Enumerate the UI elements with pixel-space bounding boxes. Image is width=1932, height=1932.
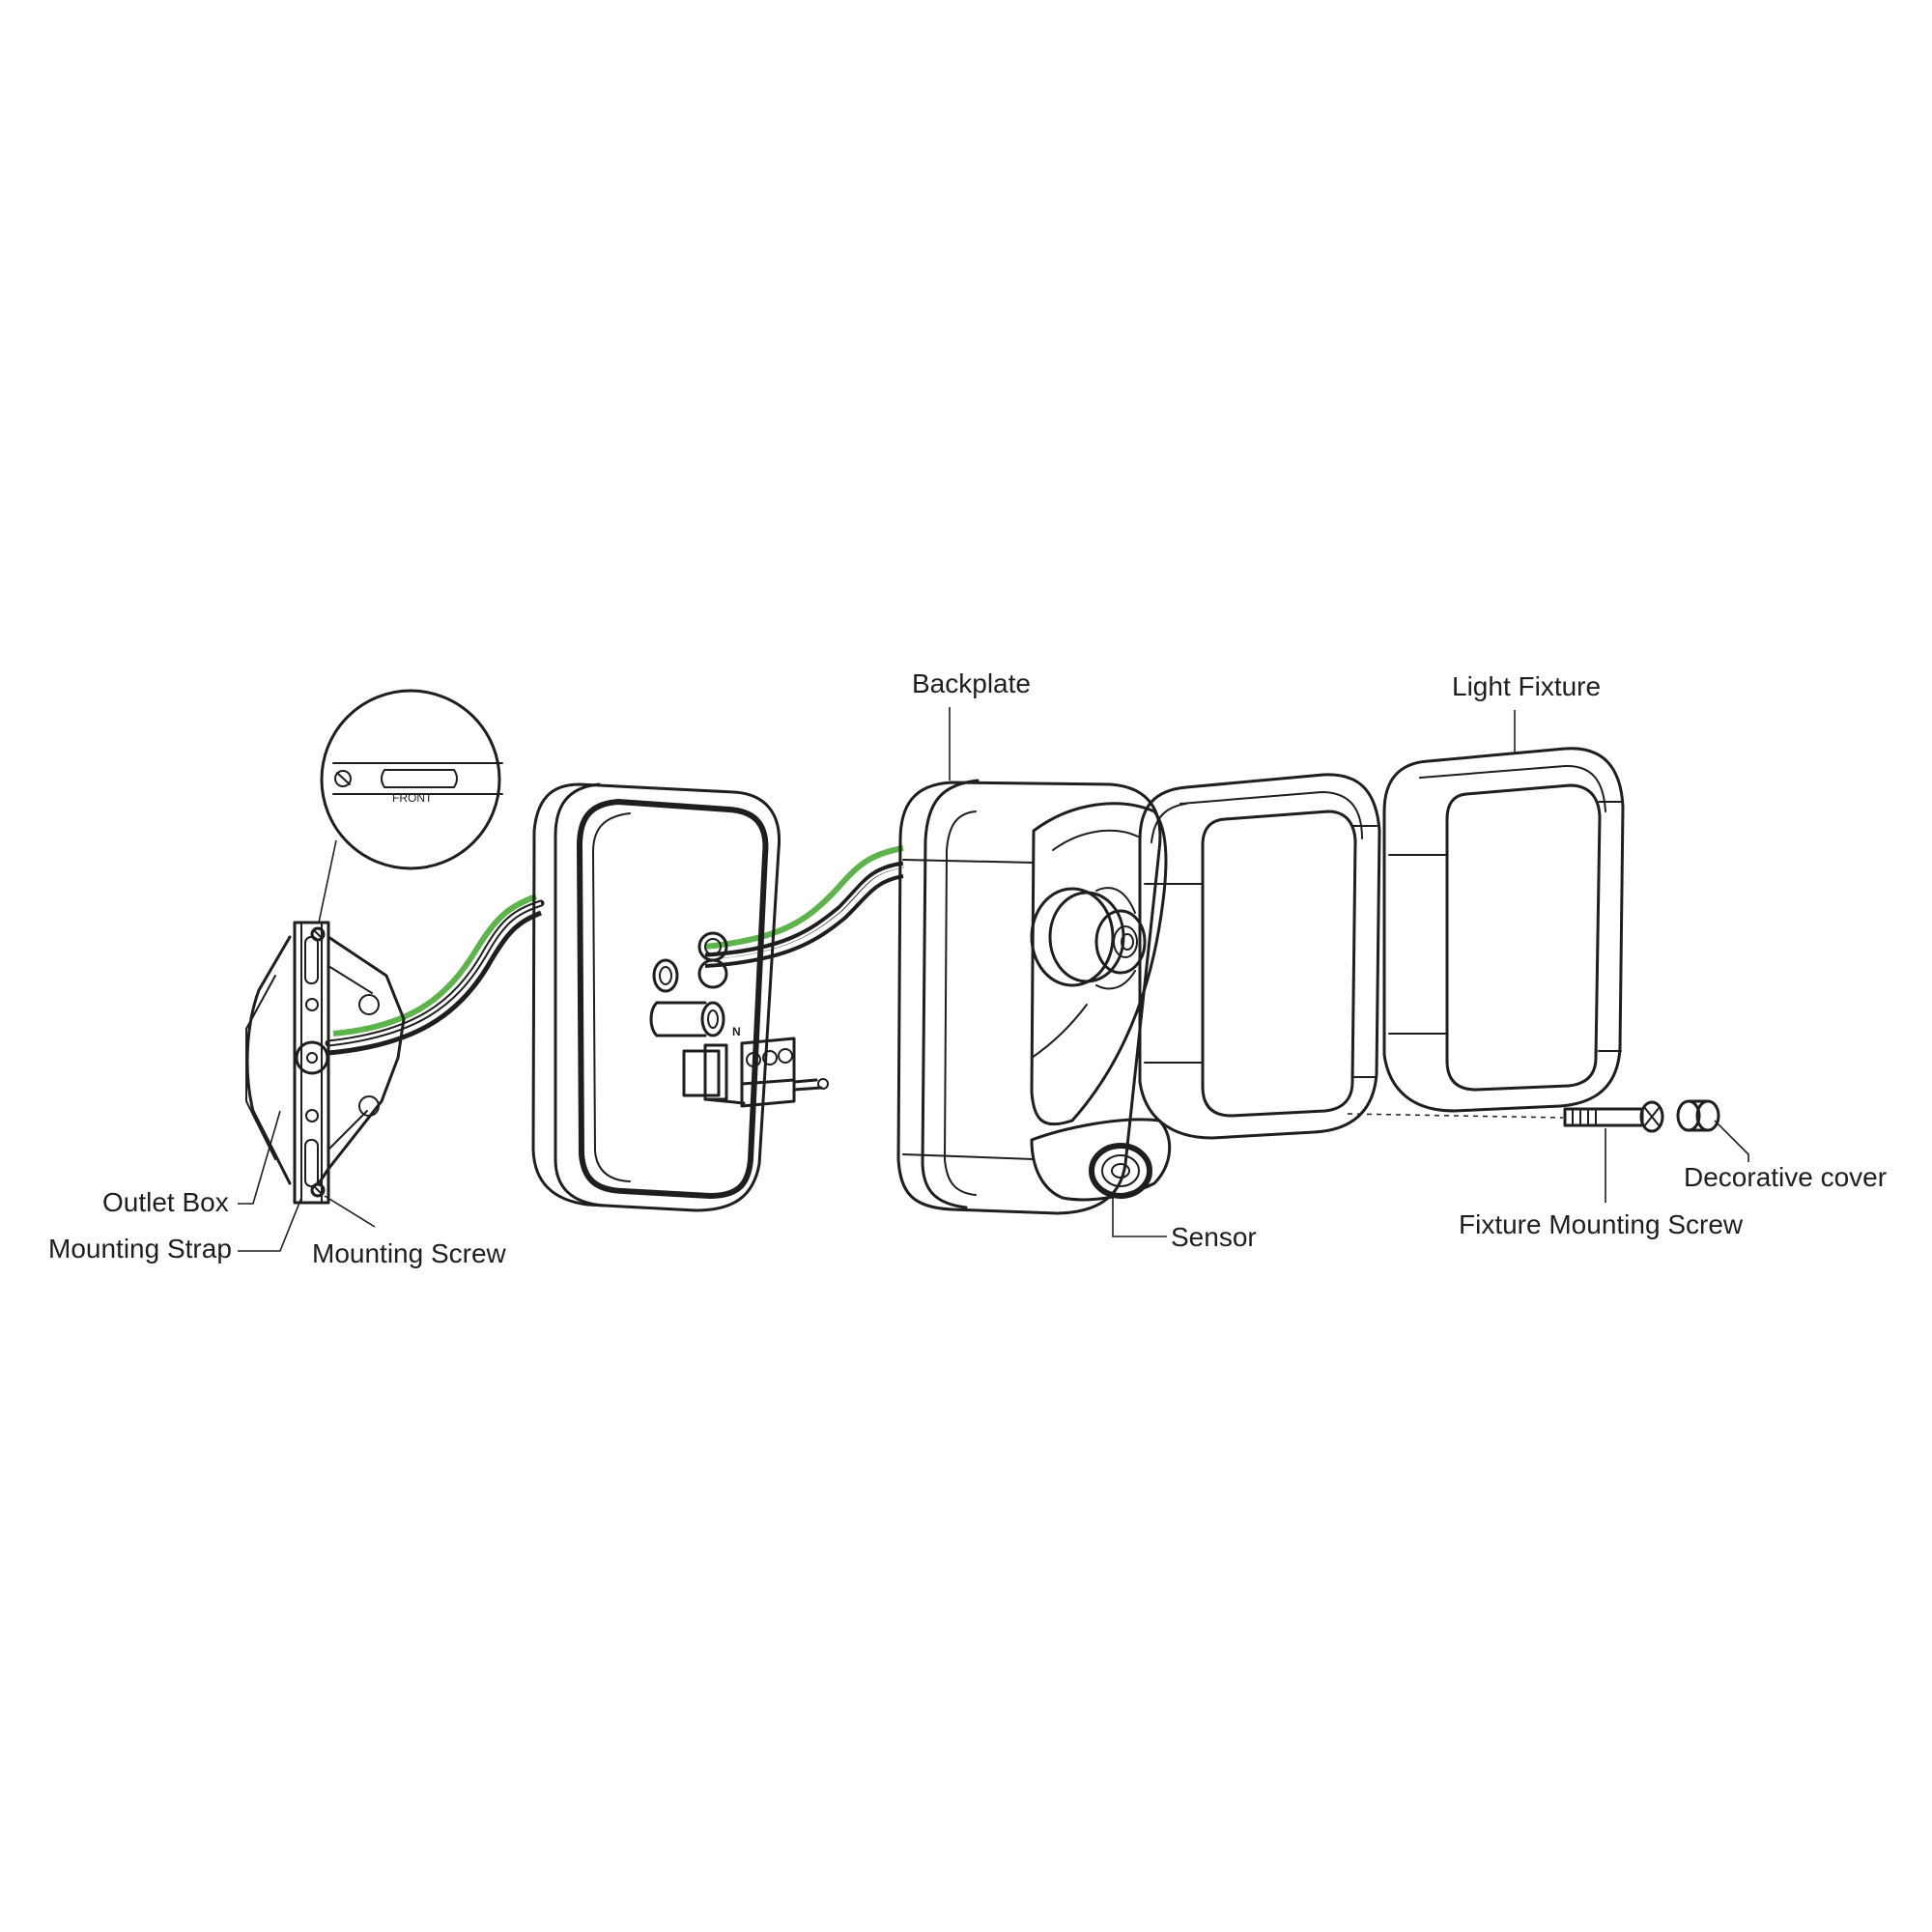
backplate: [896, 779, 1168, 1215]
label-fixture-mounting-screw: Fixture Mounting Screw: [1459, 1209, 1744, 1239]
leader-sensor: [1112, 1196, 1167, 1237]
neutral-terminal-mark: N: [732, 1025, 741, 1038]
label-mounting-strap: Mounting Strap: [48, 1234, 232, 1264]
label-mounting-screw: Mounting Screw: [312, 1238, 507, 1268]
wire-bundle: [325, 845, 904, 1056]
fixture-mounting-screw: [1563, 1100, 1664, 1133]
sensor: [1030, 1118, 1172, 1202]
decorative-cover: [1676, 1099, 1720, 1132]
front-label: FRONT: [392, 791, 433, 805]
wire-green-1: [332, 894, 538, 1037]
label-outlet-box: Outlet Box: [102, 1187, 229, 1217]
assembly-axis-dashed: [1347, 1113, 1564, 1119]
label-light-fixture: Light Fixture: [1452, 671, 1601, 701]
mounting-strap: [293, 921, 330, 1205]
wire-green-3: [704, 845, 904, 950]
leader-mounting-screw: [324, 1195, 376, 1228]
leader-outlet-box: [238, 1110, 281, 1205]
light-head-left: [1138, 773, 1381, 1140]
label-decorative-cover: Decorative cover: [1684, 1162, 1887, 1192]
leader-decorative-cover: [1714, 1120, 1749, 1162]
wire-black-2: [327, 910, 542, 1056]
light-head-right: [1382, 747, 1625, 1113]
strap-detail-callout: FRONT: [318, 689, 503, 923]
mounting-screw: [310, 926, 326, 1198]
label-sensor: Sensor: [1171, 1222, 1257, 1252]
label-backplate: Backplate: [912, 668, 1031, 698]
terminal-block: N: [682, 1025, 829, 1108]
cover-plate: [531, 782, 781, 1212]
leader-mounting-strap: [238, 1197, 302, 1252]
wire-white-1: [327, 901, 542, 1045]
